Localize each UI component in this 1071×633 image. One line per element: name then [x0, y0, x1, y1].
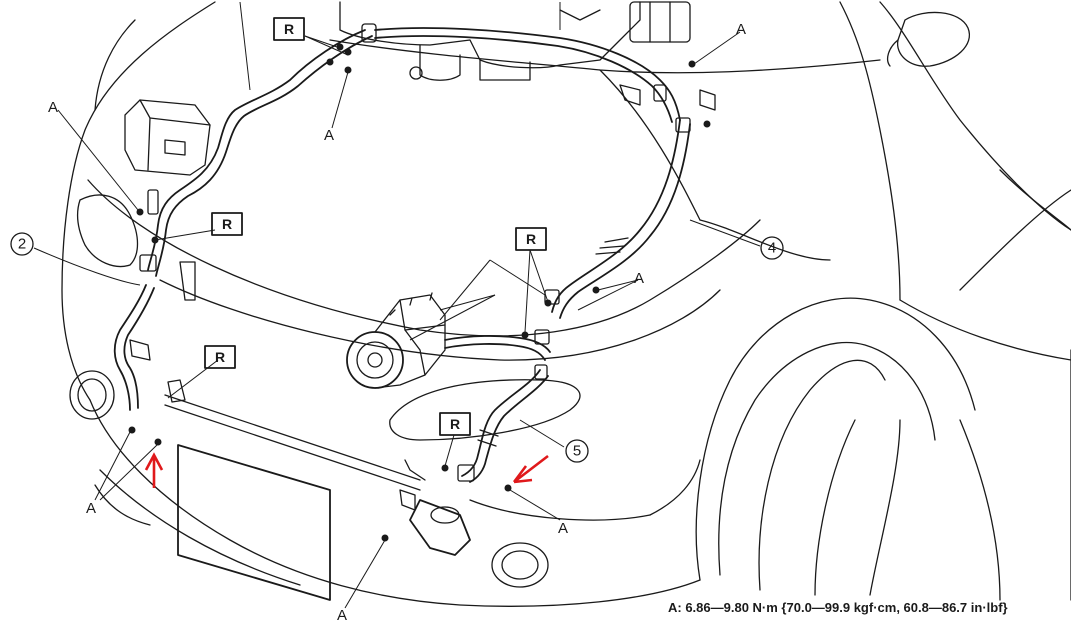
r-box-3-text: R [526, 231, 536, 247]
up-arrow-icon [144, 452, 164, 488]
fastener-a-labels: A A A A A A A [48, 21, 746, 624]
r-box-4: R [204, 345, 236, 369]
highlight-arrows [144, 452, 549, 488]
callout-4-text: 4 [768, 240, 776, 257]
label-a-4: A [634, 270, 644, 287]
callout-2: 2 [10, 232, 34, 256]
ac-pipes [113, 23, 716, 483]
callout-5-text: 5 [573, 443, 581, 460]
engine-bay-components [124, 1, 691, 601]
callout-4: 4 [760, 236, 784, 260]
callout-5: 5 [565, 439, 589, 463]
r-box-1-text: R [284, 21, 294, 37]
leader-lines [33, 1, 761, 609]
label-a-6: A [558, 520, 568, 537]
r-box-4-text: R [215, 349, 225, 365]
diagonal-arrow-icon [512, 454, 549, 484]
label-a-2: A [48, 99, 58, 116]
label-a-3: A [324, 127, 334, 144]
r-box-1: R [273, 17, 305, 41]
r-box-3: R [515, 227, 547, 251]
r-box-5: R [439, 412, 471, 436]
label-a-5: A [86, 500, 96, 517]
r-box-2-text: R [222, 216, 232, 232]
r-box-2: R [211, 212, 243, 236]
replace-r-labels: R R R R R [204, 17, 547, 436]
label-a-1: A [736, 21, 746, 38]
fastener-nuts [128, 43, 711, 542]
vehicle-body-outline [61, 1, 1071, 607]
callout-2-text: 2 [18, 236, 26, 253]
label-a-7: A [337, 607, 347, 624]
torque-specification-note: A: 6.86—9.80 N·m {70.0—99.9 kgf·cm, 60.8… [668, 600, 1008, 615]
r-box-5-text: R [450, 416, 460, 432]
numbered-callouts: 2 4 5 [10, 232, 784, 463]
